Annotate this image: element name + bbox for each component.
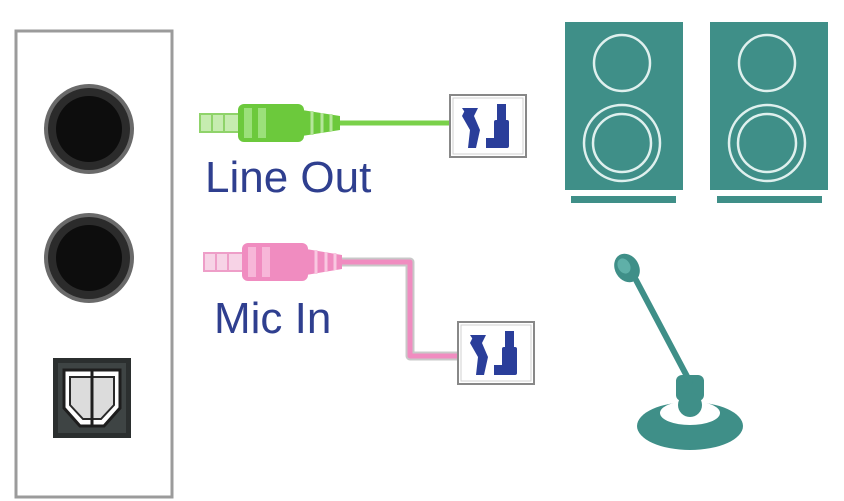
right-speaker-icon[interactable] — [710, 22, 828, 203]
line-out-tool-settings-icon[interactable] — [449, 94, 527, 158]
left-speaker-icon[interactable] — [565, 22, 683, 203]
line-out-jack-icon[interactable] — [44, 84, 134, 174]
mic-in-jack-icon[interactable] — [44, 213, 134, 303]
optical-spdif-port-icon[interactable] — [53, 358, 131, 438]
microphone-icon[interactable] — [609, 249, 743, 450]
mic-in-cable — [340, 257, 460, 361]
mic-in-label: Mic In — [214, 294, 331, 343]
mic-in-tool-settings-icon[interactable] — [457, 321, 535, 385]
line-out-label: Line Out — [205, 153, 371, 202]
pink-audio-plug-icon[interactable] — [203, 243, 342, 281]
green-audio-plug-icon[interactable] — [199, 104, 340, 142]
